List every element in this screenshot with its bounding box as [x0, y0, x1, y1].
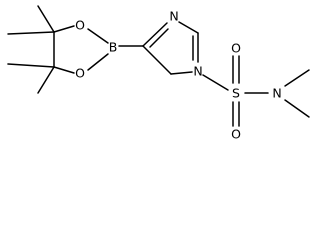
atom-label-b: B	[109, 40, 118, 55]
atom-label-o-bottom: O	[75, 66, 85, 81]
bond-o-bottom-c	[53, 66, 75, 74]
bond-o-top-c	[53, 25, 75, 33]
bond-methyl-3	[7, 63, 55, 68]
bond-methyl-1	[37, 5, 55, 33]
bond-b-o-top	[87, 28, 109, 44]
atom-label-o-top: O	[75, 18, 85, 33]
bond-n-methyl-bottom	[284, 99, 310, 118]
atom-label-n-ring-right: N	[193, 64, 202, 79]
bond-c4-n3-inner	[149, 28, 169, 48]
bond-n3-c2	[178, 21, 199, 34]
bond-n1-c5	[170, 71, 193, 75]
molecule-drawing: B O O N N S O O N	[7, 5, 310, 142]
atom-label-n-ring-top: N	[169, 9, 178, 24]
bond-methyl-4	[37, 66, 55, 94]
atom-label-n-amide: N	[272, 86, 281, 101]
bond-n1-s	[202, 74, 229, 91]
bond-methyl-2	[7, 31, 55, 35]
atom-label-s: S	[232, 86, 240, 101]
structure-diagram: B O O N N S O O N	[7, 5, 310, 142]
bond-c5-c4	[142, 45, 172, 75]
bond-n-methyl-top	[284, 69, 310, 87]
bond-c4-n3	[142, 22, 168, 47]
atom-label-o-sulfonyl-top: O	[231, 41, 241, 56]
atom-label-o-sulfonyl-bottom: O	[231, 127, 241, 142]
bond-b-o-bottom	[87, 53, 109, 71]
